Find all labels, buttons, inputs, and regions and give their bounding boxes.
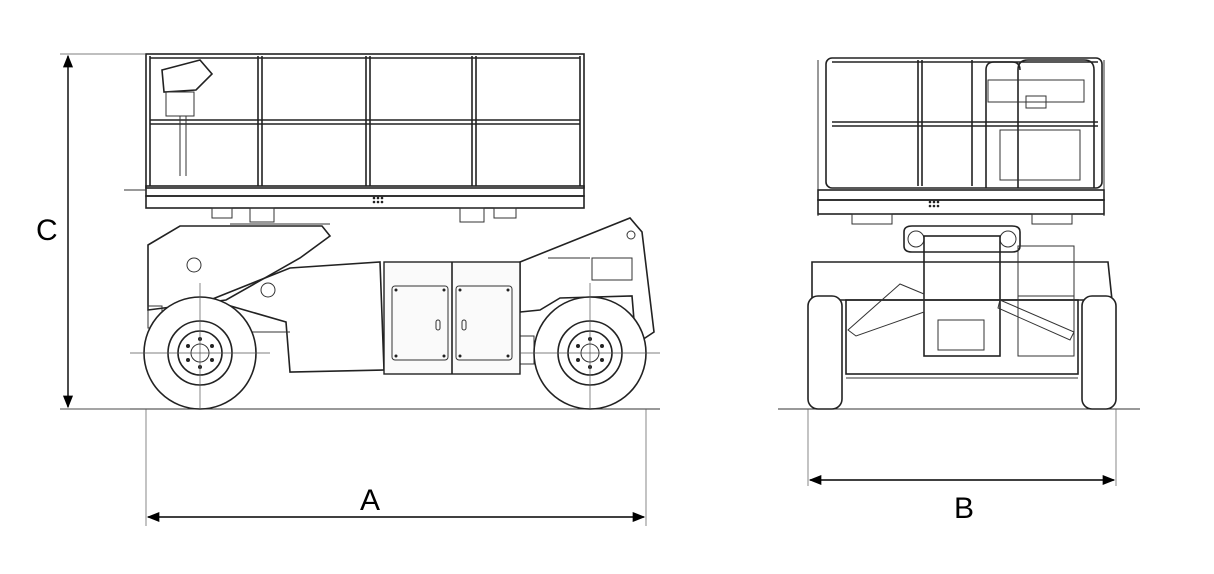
- front-right-wheel: [1081, 295, 1117, 410]
- front-chassis: [811, 245, 1113, 379]
- side-platform-guardrail: [145, 53, 585, 189]
- length-label: A: [360, 484, 380, 517]
- side-view: [60, 53, 660, 410]
- front-platform-guardrail: [817, 57, 1105, 216]
- dimension-lines: [60, 53, 1117, 526]
- front-scissor-link: [903, 225, 1021, 357]
- width-label: B: [954, 492, 974, 525]
- front-view: [778, 57, 1140, 410]
- front-left-wheel: [807, 295, 843, 410]
- dimension-labels: C A B: [36, 214, 974, 525]
- side-platform-deck: [124, 185, 585, 209]
- front-platform-deck: [817, 189, 1105, 225]
- side-scissor-pivots: [211, 207, 517, 225]
- side-compartment: [383, 261, 521, 375]
- side-rear-wheel: [130, 283, 270, 410]
- side-front-wheel: [520, 283, 660, 410]
- height-label: C: [36, 214, 58, 247]
